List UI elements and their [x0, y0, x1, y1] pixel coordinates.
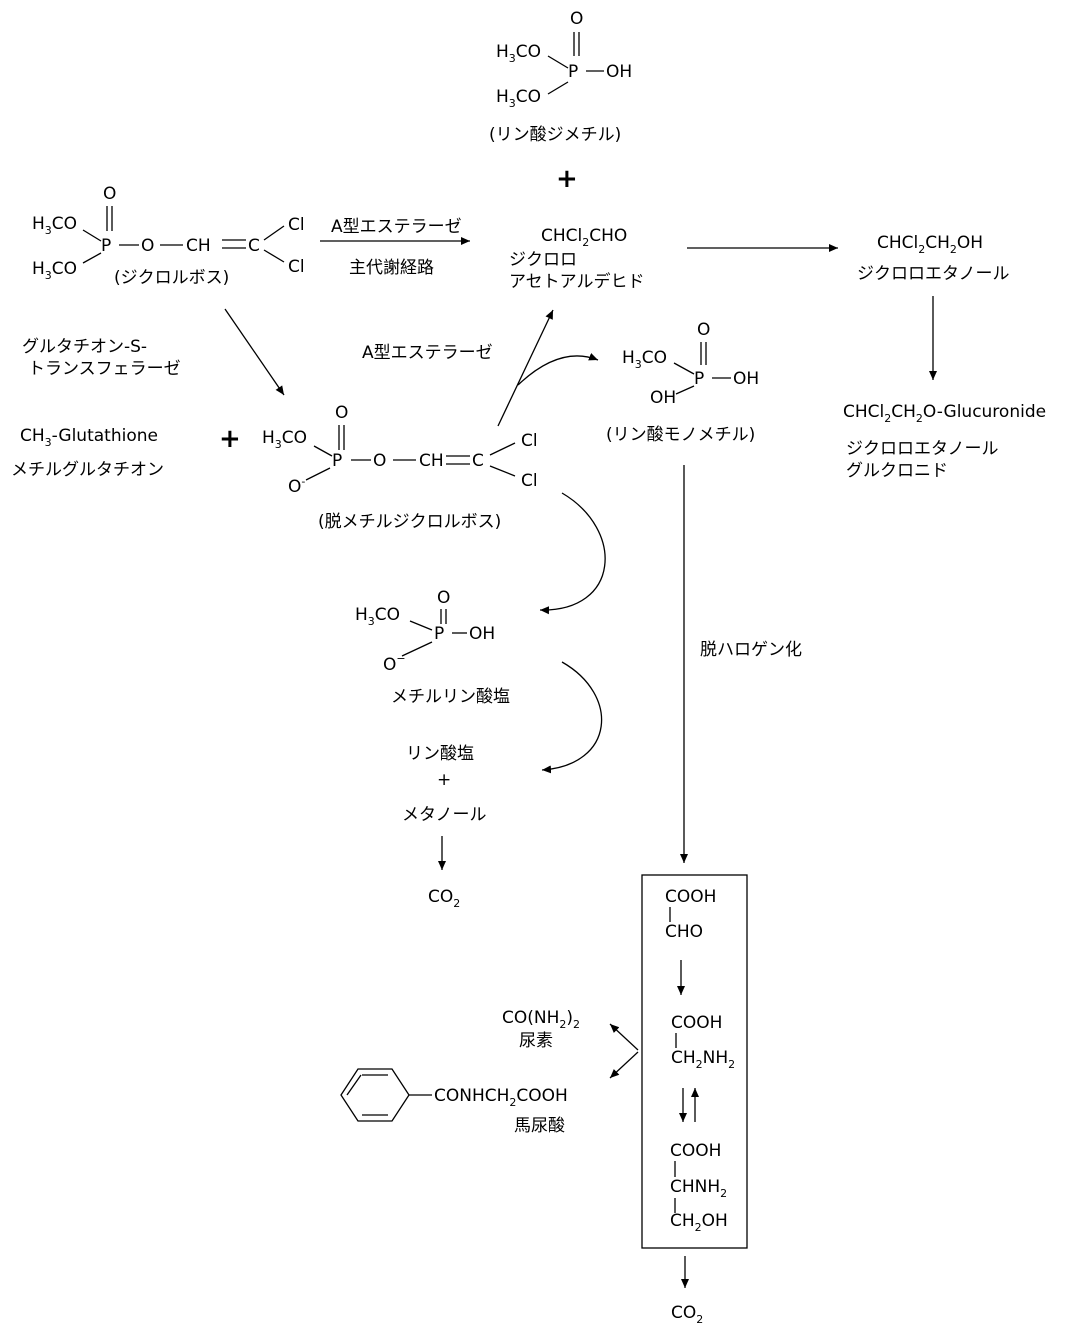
dichloroethanol: CHCl2CH2OH ジクロロエタノール [857, 233, 1010, 284]
glyoxylic-acid: COOH CHO [665, 887, 716, 942]
ddvp-ch: CH [186, 236, 211, 256]
gluc-formula: CHCl2CH2O-Glucuronide [843, 402, 1046, 425]
dce-formula: CHCl2CH2OH [877, 233, 983, 256]
urea: CO(NH2)2 尿素 [502, 1008, 580, 1051]
main-pathway-label: 主代謝経路 [349, 258, 434, 278]
ddvp-o-top: O [103, 184, 116, 204]
dmp-oh: OH [606, 62, 632, 82]
dm-o-minus: O- [288, 475, 305, 497]
dm-ch: CH [419, 451, 444, 471]
dmp-p: P [568, 62, 578, 82]
dmp-o-top: O [570, 9, 583, 29]
dichloroacetaldehyde: CHCl2CHO ジクロロ アセトアルデヒド [509, 226, 645, 292]
amino-acid-box [641, 874, 748, 1249]
dmp-h3co-1: H3CO [496, 42, 541, 65]
serine-ch2oh: CH2OH [670, 1211, 728, 1234]
dm-o-top: O [335, 403, 348, 423]
methyl-glutathione-name: メチルグルタチオン [11, 460, 164, 480]
mmp-oh-1: OH [733, 369, 759, 389]
monomethyl-phosphate-structure: O H3CO P OH OH (リン酸モノメチル) [606, 320, 759, 445]
dm-name: (脱メチルジクロルボス) [318, 512, 501, 532]
glyoxylic-cooh: COOH [665, 887, 716, 907]
mmp-p: P [694, 369, 704, 389]
ddvp-name: (ジクロルボス) [114, 268, 229, 288]
urea-formula: CO(NH2)2 [502, 1008, 580, 1031]
dm-c: C [472, 451, 484, 471]
ddvp-cl-1: Cl [288, 215, 305, 235]
dce-name: ジクロロエタノール [857, 264, 1010, 284]
glucuronide: CHCl2CH2O-Glucuronide ジクロロエタノール グルクロニド [843, 402, 1046, 481]
mp-name: メチルリン酸塩 [391, 687, 510, 707]
glycine-cooh: COOH [671, 1013, 722, 1033]
mmp-oh-2: OH [650, 388, 676, 408]
ddvp-h3co-2: H3CO [32, 259, 77, 282]
dichlorvos-structure: O H3CO P O CH C Cl Cl H3CO (ジクロルボス) [32, 184, 305, 288]
methanol-label: メタノール [402, 805, 487, 825]
dm-h3co: H3CO [262, 428, 307, 451]
arrow-ddvp-to-desmethyl [224, 308, 285, 396]
benzene-ring [340, 1068, 432, 1122]
serine-cooh: COOH [670, 1141, 721, 1161]
dca-name-1: ジクロロ [509, 250, 577, 270]
gst-label-1: グルタチオン-S- [22, 337, 147, 357]
dca-name-2: アセトアルデヒド [509, 271, 645, 292]
arrow-desmethyl-to-acetaldehyde [497, 309, 554, 427]
hippuric-acid: CONHCH2COOH 馬尿酸 [434, 1086, 568, 1136]
serine-chnh2: CHNH2 [670, 1177, 727, 1200]
mp-oh: OH [469, 624, 495, 644]
serine: COOH CHNH2 CH2OH [670, 1141, 728, 1234]
dehalogenation-label: 脱ハロゲン化 [700, 640, 802, 660]
mp-h3co: H3CO [355, 605, 400, 628]
ddvp-h3co-1: H3CO [32, 214, 77, 237]
plus-top: + [556, 164, 578, 194]
hippuric-formula: CONHCH2COOH [434, 1086, 568, 1109]
glyoxylic-cho: CHO [665, 922, 703, 942]
phosphate-label: リン酸塩 [406, 744, 474, 764]
desmethyl-dichlorvos-structure: O H3CO P O CH C Cl Cl O- (脱メチルジクロルボス) [262, 403, 538, 532]
glycine-ch2nh2: CH2NH2 [671, 1048, 735, 1071]
enzyme-a-label-mid: A型エステラーゼ [362, 343, 493, 363]
urea-name: 尿素 [519, 1031, 553, 1051]
mmp-name: (リン酸モノメチル) [606, 425, 755, 445]
dm-p: P [332, 451, 342, 471]
dm-o: O [373, 451, 386, 471]
arrow-curved-to-methyl-phosphate [539, 492, 606, 615]
dmp-h3co-2: H3CO [496, 87, 541, 110]
enzyme-a-label-top: A型エステラーゼ [331, 217, 462, 237]
gst-label-2: トランスフェラーゼ [28, 359, 181, 379]
gluc-name-1: ジクロロエタノール [846, 439, 999, 459]
arrow-to-urea [609, 1023, 639, 1051]
dm-cl-2: Cl [521, 471, 538, 491]
plus-mid: + [219, 424, 241, 454]
dca-formula: CHCl2CHO [541, 226, 627, 249]
glycine: COOH CH2NH2 [671, 1013, 735, 1071]
arrow-curved-to-monomethyl [517, 352, 599, 386]
ddvp-cl-2: Cl [288, 257, 305, 277]
co2-left: CO2 [428, 887, 460, 910]
mmp-o-top: O [697, 320, 710, 340]
dimethyl-phosphate-structure: O H3CO P OH H3CO (リン酸ジメチル) [489, 9, 632, 145]
mp-o-top: O [437, 588, 450, 608]
methyl-glutathione-formula: CH3-Glutathione [20, 426, 158, 449]
hippuric-name: 馬尿酸 [514, 1116, 565, 1136]
ddvp-c: C [248, 236, 260, 256]
mp-o-minus: O− [383, 652, 406, 675]
co2-bottom: CO2 [671, 1303, 703, 1326]
ddvp-o: O [141, 236, 154, 256]
dm-cl-1: Cl [521, 431, 538, 451]
arrow-curved-to-phosphate [541, 661, 603, 774]
ddvp-p: P [101, 236, 111, 256]
methyl-phosphate-structure: O H3CO P OH O− メチルリン酸塩 [355, 588, 510, 707]
dmp-name: (リン酸ジメチル) [489, 125, 621, 145]
mmp-h3co: H3CO [622, 348, 667, 371]
arrow-to-hippuric [609, 1051, 639, 1079]
plus-small: + [437, 770, 451, 790]
gluc-name-2: グルクロニド [846, 461, 948, 481]
mp-p: P [434, 624, 444, 644]
